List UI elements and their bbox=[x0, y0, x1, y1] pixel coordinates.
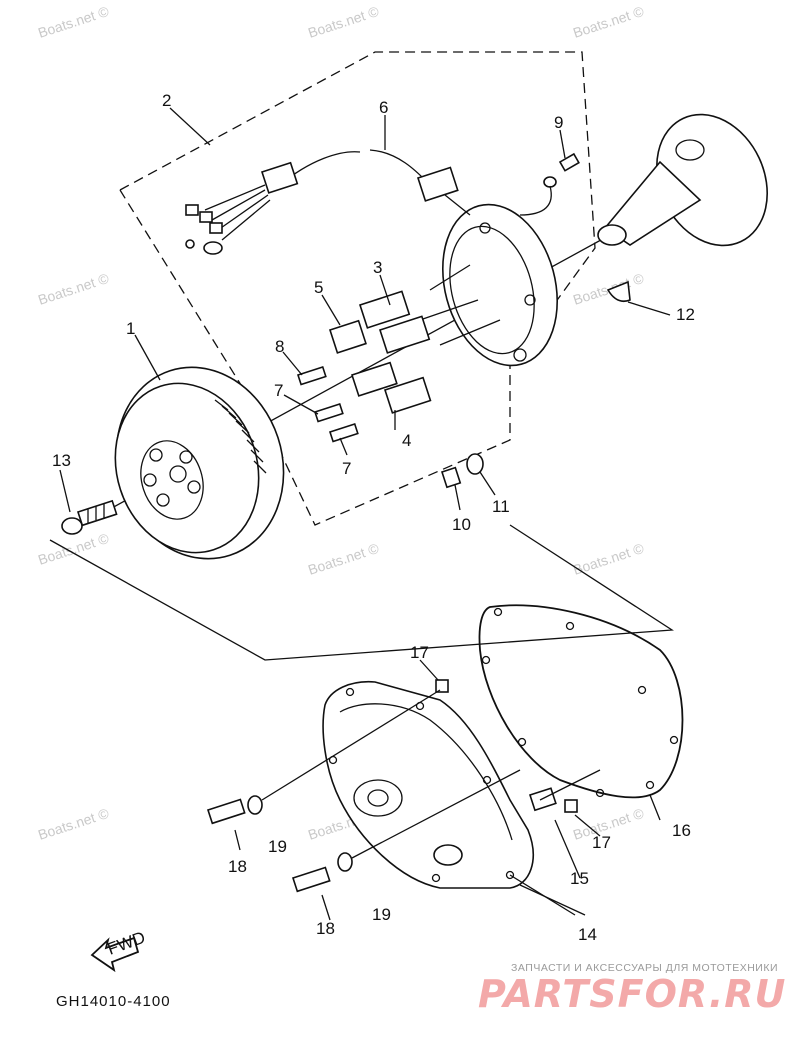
callout-7b: 7 bbox=[342, 459, 351, 478]
watermark: Boats.net © bbox=[36, 805, 111, 843]
brand-logo-block: ЗАПЧАСТИ И АКСЕССУАРЫ ДЛЯ МОТОТЕХНИКИ PA… bbox=[478, 962, 787, 1016]
fwd-label: FWD bbox=[105, 928, 148, 959]
callout-15: 15 bbox=[570, 869, 589, 888]
watermark: Boats.net © bbox=[36, 270, 111, 308]
callout-9: 9 bbox=[554, 113, 563, 132]
callout-5: 5 bbox=[314, 278, 323, 297]
callout-leaders bbox=[59, 107, 671, 921]
cover-leader-lines bbox=[261, 689, 601, 859]
flywheel bbox=[114, 366, 285, 560]
callout-18a: 18 bbox=[228, 857, 247, 876]
coil-screws bbox=[296, 365, 359, 443]
callout-7a: 7 bbox=[274, 381, 283, 400]
callout-14: 14 bbox=[578, 925, 597, 944]
watermark: Boats.net © bbox=[36, 3, 111, 41]
watermark: Boats.net © bbox=[571, 270, 646, 308]
callout-6: 6 bbox=[379, 98, 388, 117]
brand-tagline: ЗАПЧАСТИ И АКСЕССУАРЫ ДЛЯ МОТОТЕХНИКИ bbox=[511, 962, 778, 974]
callout-12: 12 bbox=[676, 305, 695, 324]
flywheel-bolt bbox=[61, 499, 118, 535]
cover-bolts bbox=[206, 795, 353, 893]
diagram-code: GH14010-4100 bbox=[56, 993, 171, 1010]
charge-coils bbox=[328, 290, 432, 414]
gasket-holes bbox=[481, 607, 679, 798]
watermark: Boats.net © bbox=[571, 3, 646, 41]
woodruff-key bbox=[606, 280, 631, 303]
callout-3: 3 bbox=[373, 258, 382, 277]
watermark: Boats.net © bbox=[306, 540, 381, 578]
callout-10: 10 bbox=[452, 515, 471, 534]
callout-11: 11 bbox=[492, 497, 510, 516]
callout-19a: 19 bbox=[268, 837, 287, 856]
callout-1: 1 bbox=[126, 319, 135, 338]
callout-19b: 19 bbox=[372, 905, 391, 924]
callout-18b: 18 bbox=[316, 919, 335, 938]
wire-harness bbox=[185, 149, 471, 255]
callout-2: 2 bbox=[162, 91, 171, 110]
stator-plate bbox=[419, 203, 559, 367]
watermark: Boats.net © bbox=[306, 3, 381, 41]
callout-8: 8 bbox=[275, 337, 284, 356]
callout-labels: 2 6 9 3 5 8 7 7 4 1 13 10 11 12 17 17 16… bbox=[52, 91, 695, 944]
screw-10-washer-11 bbox=[440, 453, 484, 489]
fwd-arrow: FWD bbox=[90, 928, 148, 973]
brand-logo: PARTSFOR.RU bbox=[478, 972, 787, 1016]
callout-13: 13 bbox=[52, 451, 71, 470]
watermark: Boats.net © bbox=[36, 530, 111, 568]
magneto-cover bbox=[322, 680, 534, 889]
callout-16: 16 bbox=[672, 821, 691, 840]
callout-17a: 17 bbox=[410, 643, 429, 662]
screw-9 bbox=[519, 152, 580, 216]
flywheel-section-boundary bbox=[49, 524, 674, 661]
cover-gasket bbox=[478, 604, 684, 799]
callout-17b: 17 bbox=[592, 833, 611, 852]
rotor-hub bbox=[597, 113, 768, 247]
callout-4: 4 bbox=[402, 431, 411, 450]
